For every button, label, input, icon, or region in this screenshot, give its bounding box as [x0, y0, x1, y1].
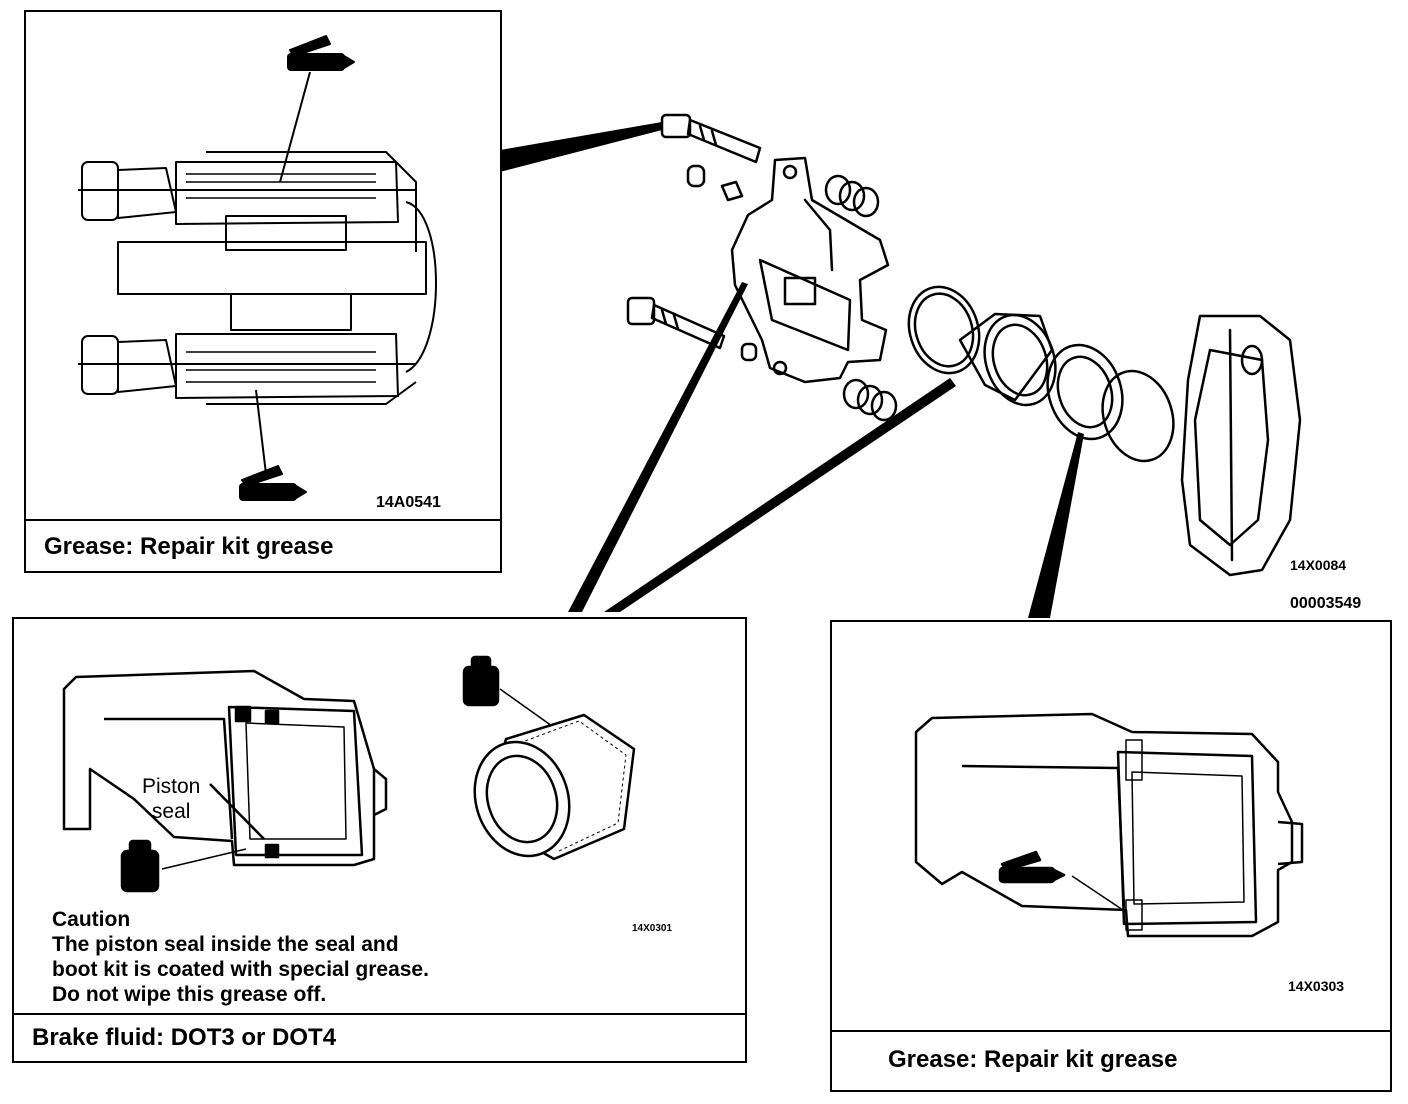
figure-code: 14X0303	[1288, 978, 1345, 994]
boot-lower	[842, 378, 898, 422]
boot-top	[824, 174, 880, 218]
caption-bar: Grease: Repair kit grease	[26, 519, 500, 571]
grease-tube-icon	[998, 850, 1066, 884]
bottom-right-panel: 14X0303 Grease: Repair kit grease	[830, 620, 1392, 1092]
grease-tube-icon	[287, 35, 355, 71]
guide-pin-bolt-lower	[626, 296, 726, 350]
snap-ring	[1101, 369, 1175, 463]
caption-text: Grease: Repair kit grease	[44, 533, 334, 560]
guide-pin-bolt-top	[660, 113, 762, 164]
piston-seal-label: Piston seal	[142, 774, 200, 824]
caption-text: Grease: Repair kit grease	[888, 1046, 1178, 1073]
bottom-left-panel: Piston seal 14X0301 Caution The piston s…	[12, 617, 747, 1063]
caliper-body	[730, 156, 890, 384]
part-code: 14X0084	[1290, 557, 1347, 573]
caliper-section-drawing	[78, 35, 437, 501]
caution-title: Caution	[52, 908, 131, 931]
caution-line: The piston seal inside the seal and	[52, 933, 399, 956]
caption-text: Brake fluid: DOT3 or DOT4	[32, 1024, 337, 1051]
caution-note: Caution The piston seal inside the seal …	[52, 907, 429, 1007]
caption-bar: Grease: Repair kit grease	[832, 1030, 1390, 1090]
figure-code: 14A0541	[376, 494, 441, 511]
grease-tube-icon	[239, 465, 307, 501]
brake-fluid-bottle-icon	[120, 839, 160, 893]
piston	[958, 312, 1057, 407]
caliper-boot-drawing	[914, 712, 1304, 938]
top-left-panel: 14A0541 Grease: Repair kit grease	[24, 10, 502, 573]
piston-seal-label-line1: Piston	[142, 775, 201, 798]
piston-seal-ring	[907, 285, 981, 375]
caution-line: boot kit is coated with special grease.	[52, 958, 429, 981]
brake-fluid-bottle-icon	[462, 655, 500, 707]
caliper-support	[1180, 314, 1302, 577]
piston-icon	[473, 713, 636, 861]
piston-seal-label-line2: seal	[151, 800, 191, 823]
caption-bar: Brake fluid: DOT3 or DOT4	[14, 1013, 745, 1061]
caliper-piston-drawing	[62, 655, 636, 893]
drawing-number: 00003549	[1290, 595, 1362, 612]
caution-line: Do not wipe this grease off.	[52, 983, 327, 1006]
figure-code: 14X0301	[632, 923, 673, 934]
